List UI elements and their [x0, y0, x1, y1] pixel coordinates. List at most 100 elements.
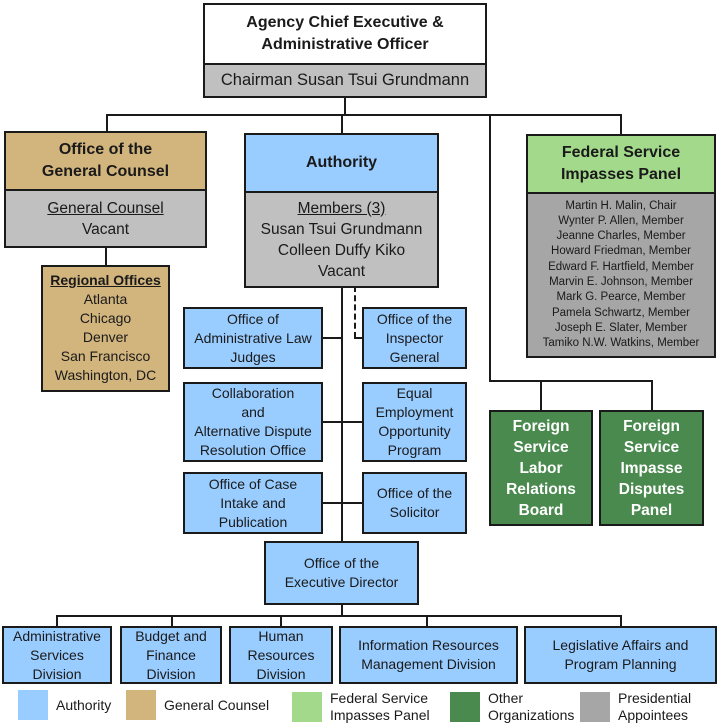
fsip-title-2: Impasses Panel [560, 166, 682, 183]
executive-director-box: Office of the Executive Director [264, 541, 419, 605]
fslrb-box: Foreign Service Labor Relations Board [489, 410, 593, 526]
legend-swatch-presidential [580, 692, 610, 722]
case-intake-line: Publication [218, 513, 288, 530]
fslrb-line: Labor [519, 459, 563, 477]
cadr-line: Collaboration [211, 385, 295, 401]
connector-div-horizontal [56, 615, 621, 617]
authority-title: Authority [305, 154, 378, 171]
fsip-title-1: Federal Service [561, 144, 681, 161]
authority-member: Susan Tsui Grundmann [260, 220, 423, 238]
connector-gc [106, 114, 108, 132]
fslrb-line: Foreign [512, 417, 570, 435]
division-legislative-affairs: Legislative Affairs and Program Planning [524, 626, 717, 684]
eeo-line: Opportunity [378, 423, 451, 439]
alj-line: Office of [227, 310, 279, 327]
fsidp-line: Disputes [618, 480, 685, 498]
division-line: Information Resources [358, 637, 499, 653]
chief-executive-box: Agency Chief Executive & Administrative … [203, 3, 487, 65]
connector-fs-horizontal [489, 380, 653, 382]
legend-label: Organizations [488, 707, 575, 723]
connector-alj [322, 337, 342, 339]
fsip-member: Edward F. Hartfield, Member [548, 260, 694, 273]
fsidp-line: Panel [630, 501, 673, 519]
regional-office-city: Washington, DC [54, 367, 157, 383]
exec-director-line: Office of the [303, 555, 380, 571]
chief-executive-title-2: Administrative Officer [261, 36, 429, 53]
connector-authority-spine [341, 286, 343, 542]
cadr-office-box: Collaboration and Alternative Dispute Re… [183, 382, 323, 462]
legend-swatch-authority [18, 690, 48, 720]
connector-ig-dashed [354, 286, 356, 338]
connector-case-sol [322, 502, 364, 504]
legend-label: Federal Service [330, 690, 429, 706]
legend-label: Other [488, 690, 524, 706]
authority-member: Vacant [317, 262, 366, 280]
eeo-line: Employment [375, 404, 454, 420]
legend-swatch-fsip [292, 692, 322, 722]
legend-authority: Authority [18, 690, 111, 720]
regional-office-city: Denver [82, 329, 129, 345]
division-line: Program Planning [564, 656, 677, 672]
connector-authority [341, 114, 343, 133]
division-line: Division [146, 665, 196, 682]
connector-fsip [620, 114, 622, 134]
fslrb-line: Service [513, 438, 569, 456]
gc-role: General Counsel [47, 199, 164, 217]
ig-line: Inspector [385, 329, 444, 346]
authority-members-label: Members (3) [297, 199, 386, 217]
fsip-member: Martin H. Malin, Chair [565, 199, 677, 212]
regional-office-city: San Francisco [60, 348, 151, 364]
legend-swatch-general-counsel [126, 690, 156, 720]
chief-executive-title-1: Agency Chief Executive & [246, 14, 444, 31]
legend-label: Authority [56, 696, 112, 713]
connector-div-5 [620, 615, 622, 627]
gc-title-1: Office of the [58, 141, 153, 158]
ig-office-box: Office of the Inspector General [362, 307, 467, 369]
connector-top-horizontal [106, 114, 490, 116]
exec-director-line: Executive Director [284, 574, 399, 590]
chairman-name: Chairman Susan Tsui Grundmann [220, 71, 470, 89]
general-counsel-holder-box: General Counsel Vacant [4, 189, 207, 248]
connector-ed-bottom [341, 603, 343, 617]
fsip-member: Mark G. Pearce, Member [556, 291, 686, 304]
fsip-member: Joseph E. Slater, Member [554, 321, 688, 334]
connector-top [344, 96, 346, 116]
division-line: Administrative [13, 627, 101, 644]
eeo-program-box: Equal Employment Opportunity Program [362, 382, 467, 462]
solicitor-office-box: Office of the Solicitor [362, 472, 467, 534]
fsip-member: Howard Friedman, Member [551, 245, 691, 258]
division-human-resources: Human Resources Division [229, 626, 333, 684]
fsip-member: Pamela Schwartz, Member [551, 306, 691, 319]
connector-div-3 [280, 615, 282, 627]
solicitor-line: Solicitor [389, 504, 440, 520]
fsidp-line: Impasse [620, 459, 683, 477]
division-line: Resources [247, 646, 315, 663]
connector-fsidp [651, 380, 653, 410]
division-line: Finance [146, 646, 196, 663]
gc-title-2: General Counsel [41, 163, 170, 180]
connector-div-4 [426, 615, 428, 627]
fsidp-line: Service [623, 438, 680, 456]
division-line: Division [256, 665, 306, 682]
fsidp-box: Foreign Service Impasse Disputes Panel [599, 410, 704, 526]
division-administrative-services: Administrative Services Division [2, 626, 112, 684]
ig-line: Office of the [376, 310, 453, 327]
gc-holder: Vacant [81, 220, 130, 238]
regional-office-city: Atlanta [83, 291, 128, 307]
connector-ig-tick [354, 337, 362, 339]
legend-label: Appointees [618, 707, 689, 723]
general-counsel-box: Office of the General Counsel [4, 131, 207, 191]
connector-div-2 [171, 615, 173, 627]
fsidp-line: Foreign [623, 417, 680, 435]
authority-box: Authority [244, 133, 439, 193]
connector-cadr-eeo [322, 421, 364, 423]
fsip-member: Wynter P. Allen, Member [558, 214, 684, 227]
division-information-resources: Information Resources Management Divisio… [339, 626, 518, 684]
cadr-line: Alternative Dispute [194, 423, 312, 439]
connector-regional [105, 246, 107, 266]
fsip-member: Jeanne Charles, Member [556, 230, 686, 243]
connector-div-1 [56, 615, 58, 627]
